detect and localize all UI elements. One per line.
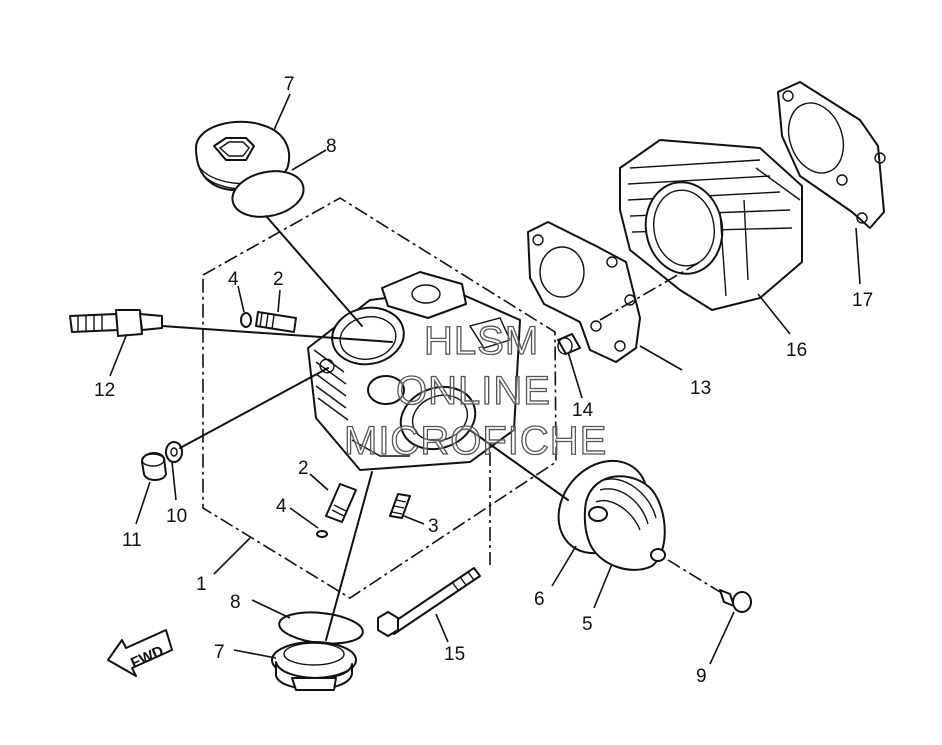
callout-17: 17 xyxy=(852,290,873,311)
callout-4-top: 4 xyxy=(228,269,239,290)
tappet-cover xyxy=(583,475,666,571)
o-ring-top xyxy=(231,170,305,218)
watermark-line-2: ONLINE xyxy=(396,369,551,413)
o-ring-4-bottom xyxy=(316,530,328,538)
cylinder-head-gasket xyxy=(527,221,641,363)
callout-13: 13 xyxy=(690,378,711,399)
callout-10: 10 xyxy=(166,506,187,527)
washer-10 xyxy=(165,441,183,463)
callout-15: 15 xyxy=(444,644,465,665)
callout-6: 6 xyxy=(534,589,545,610)
callout-8-bottom: 8 xyxy=(230,592,241,613)
callout-9: 9 xyxy=(696,666,707,687)
callout-11: 11 xyxy=(122,530,142,551)
callout-5: 5 xyxy=(582,614,593,635)
callout-2-bottom: 2 xyxy=(298,458,309,479)
assembly-outline xyxy=(202,197,557,599)
spark-plug xyxy=(69,309,163,337)
callout-7-top: 7 xyxy=(284,74,295,95)
hex-bolt-15 xyxy=(377,567,481,637)
callout-12: 12 xyxy=(94,380,115,401)
watermark-line-1: HLSM xyxy=(424,319,539,363)
filler-cap-bottom xyxy=(271,641,357,691)
callout-8-top: 8 xyxy=(326,136,337,157)
leader-lines xyxy=(109,93,861,665)
cylinder-block xyxy=(619,139,803,311)
cylinder-base-gasket xyxy=(777,81,886,229)
cylinder-head xyxy=(307,271,521,471)
dowel-3 xyxy=(389,493,411,519)
screw-9 xyxy=(719,589,752,613)
drain-bolt xyxy=(141,452,167,481)
callout-2-top: 2 xyxy=(273,269,284,290)
callout-14: 14 xyxy=(572,400,594,421)
callout-7-bottom: 7 xyxy=(214,642,225,663)
fwd-direction-arrow: FWD xyxy=(107,629,173,677)
callout-16: 16 xyxy=(786,340,807,361)
valve-guide-top xyxy=(255,311,297,333)
valve-guide-bottom xyxy=(325,483,357,523)
o-ring-4-top xyxy=(240,312,252,328)
callout-3: 3 xyxy=(428,516,439,537)
callout-1: 1 xyxy=(196,574,207,595)
watermark-line-3: MICROFICHE xyxy=(344,419,607,463)
callout-4-bottom: 4 xyxy=(276,496,287,517)
dowel-14 xyxy=(557,333,581,355)
